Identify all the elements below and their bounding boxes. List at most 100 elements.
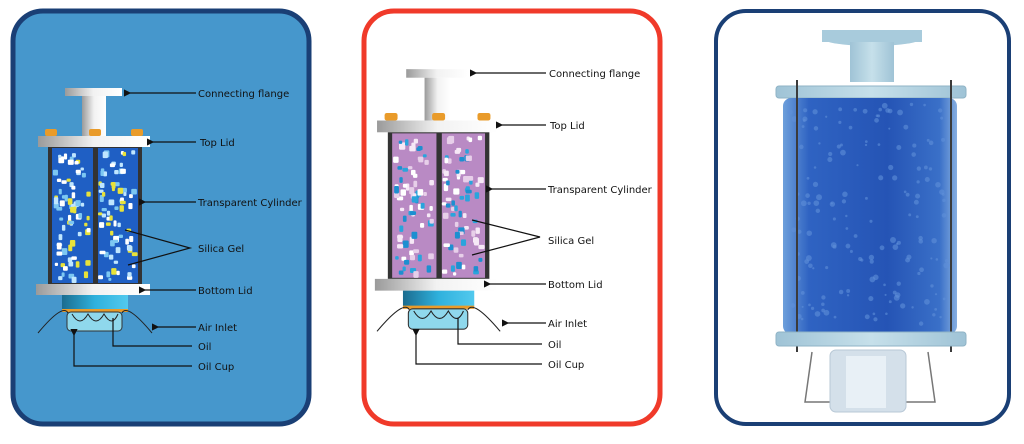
silica-speck	[803, 108, 808, 113]
oil-cup	[66, 311, 123, 332]
silica-speck	[938, 108, 943, 113]
silica-speck	[840, 149, 846, 156]
breather-diagram-blue	[36, 88, 153, 334]
silica-bead	[471, 230, 476, 237]
bolt	[384, 113, 398, 121]
silica-bead	[61, 195, 66, 199]
silica-bead	[450, 265, 455, 272]
silica-bead	[424, 159, 429, 165]
silica-speck	[916, 180, 920, 184]
connecting-flange	[65, 88, 122, 96]
air-path	[413, 309, 464, 319]
bolt	[432, 113, 446, 121]
silica-bead	[411, 231, 418, 239]
silica-speck	[823, 309, 830, 316]
silica-speck	[915, 215, 919, 219]
silica-bead	[71, 256, 77, 260]
silica-speck	[894, 292, 901, 298]
silica-bead	[454, 205, 458, 212]
silica-bead	[441, 202, 447, 206]
leader-lines	[412, 69, 546, 365]
silica-speck	[810, 306, 815, 310]
silica-bead	[101, 208, 107, 212]
silica-speck	[881, 102, 888, 109]
silica-speck	[916, 166, 922, 171]
label-air-inlet: Air Inlet	[198, 323, 237, 334]
silica-bead	[409, 187, 415, 195]
silica-speck	[838, 289, 844, 295]
silica-bead	[455, 169, 460, 174]
cup-neck	[62, 295, 128, 310]
silica-speck	[892, 175, 898, 181]
silica-bead	[450, 212, 456, 217]
silica-speck	[797, 229, 802, 234]
silica-bead	[454, 231, 460, 239]
silica-speck	[874, 117, 879, 123]
silica-bead	[127, 272, 132, 278]
silica-bead	[402, 183, 408, 188]
silica-bead	[129, 236, 134, 242]
silica-speck	[813, 200, 820, 207]
silica-bead	[416, 147, 421, 152]
silica-speck	[808, 303, 811, 307]
silica-bead	[110, 240, 115, 247]
silica-speck	[935, 181, 941, 188]
silica-bead	[478, 257, 483, 262]
silica-bead	[99, 250, 106, 255]
silica-bead	[100, 170, 104, 177]
silica-bead	[407, 166, 413, 170]
silica-bead	[417, 254, 422, 262]
silica-speck	[924, 298, 930, 305]
silica-bead	[405, 139, 409, 146]
silica-bead	[86, 215, 90, 221]
silica-speck	[944, 258, 949, 263]
silica-bead	[402, 215, 407, 222]
silica-bead	[426, 265, 432, 273]
silica-speck	[802, 119, 806, 122]
silica-speck	[812, 267, 815, 270]
silica-bead	[99, 222, 105, 228]
silica-bead	[71, 185, 76, 190]
silica-speck	[836, 144, 841, 149]
silica-speck	[941, 213, 947, 218]
silica-bead	[411, 196, 418, 203]
silica-bead	[56, 251, 63, 256]
bolt	[45, 129, 57, 136]
silica-speck	[932, 313, 936, 317]
silica-speck	[849, 249, 853, 253]
silica-bead	[452, 272, 457, 276]
silica-bead	[413, 180, 418, 188]
silica-bead	[61, 224, 66, 231]
silica-bead	[404, 259, 410, 265]
silica-speck	[915, 193, 921, 199]
connecting-flange	[406, 69, 468, 78]
oil-cup	[407, 308, 469, 330]
silica-bead	[465, 155, 472, 162]
silica-bead	[108, 199, 115, 206]
silica-speck	[825, 266, 829, 270]
label-silica-gel: Silica Gel	[548, 236, 594, 247]
air-inlet-right	[467, 306, 501, 332]
label-top-lid: Top Lid	[199, 138, 235, 149]
silica-speck	[942, 198, 946, 203]
silica-speck	[865, 196, 868, 200]
silica-speck	[833, 315, 837, 319]
silica-speck	[806, 230, 813, 236]
label-oil: Oil	[548, 340, 561, 351]
silica-speck	[935, 258, 939, 261]
silica-bead	[62, 266, 68, 271]
silica-speck	[813, 166, 817, 169]
silica-bead	[127, 245, 133, 252]
silica-speck	[908, 213, 912, 217]
silica-speck	[808, 263, 813, 269]
silica-speck	[862, 108, 868, 114]
silica-speck	[939, 315, 942, 319]
silica-bead	[131, 188, 137, 195]
silica-bead	[70, 206, 76, 213]
silica-bead	[110, 182, 115, 186]
label-transparent-cylinder: Transparent Cylinder	[197, 198, 303, 209]
silica-bead	[468, 137, 473, 143]
silica-speck	[939, 189, 945, 195]
silica-bead	[420, 202, 425, 209]
silica-speck	[846, 294, 850, 297]
